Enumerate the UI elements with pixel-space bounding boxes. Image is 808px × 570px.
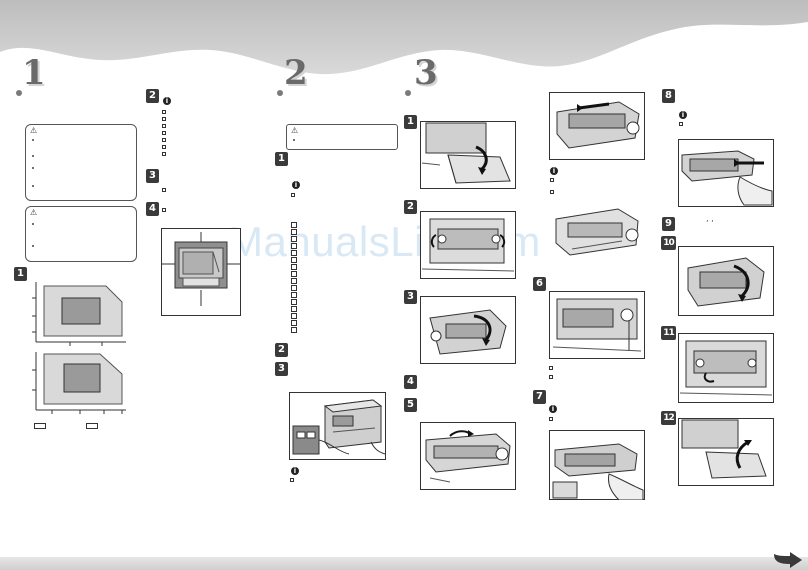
printer-connection-illustration (289, 392, 386, 460)
info-icon: i (550, 167, 558, 175)
step-badge-4-col3: 4 (404, 375, 417, 389)
info-icon: i (291, 467, 299, 475)
warning-icon: ⚠ (291, 126, 299, 135)
warning-icon: ⚠ (30, 126, 38, 135)
step-badge-10-col5: 10 (661, 236, 676, 250)
clearance-diagram-bottom (32, 352, 126, 414)
info-icon: i (163, 97, 171, 105)
step-badge-9-col5: 9 (662, 217, 675, 231)
printer-front-illustration (161, 228, 241, 316)
section-1-dot (16, 90, 22, 96)
section-3-dot (405, 90, 411, 96)
caution-box-2: ⚠ (25, 206, 137, 262)
step-badge-2-col2: 2 (275, 343, 288, 357)
step-badge-3-col3: 3 (404, 290, 417, 304)
unit-insert-illustration (549, 291, 645, 359)
section-number-2: 2 (284, 53, 308, 93)
new-unit-side-illustration (555, 208, 639, 256)
next-page-arrow-icon[interactable] (768, 548, 808, 570)
section-number-1: 1 (22, 53, 46, 93)
front-cover-close-illustration (678, 418, 774, 486)
cleaning-illustration (678, 139, 774, 207)
hand-insert-illustration (549, 430, 645, 500)
step-badge-8-col5: 8 (662, 89, 675, 103)
new-unit-top-illustration (549, 92, 645, 160)
step-badge-6-col4: 6 (533, 277, 546, 291)
step-badge-11-col5: 11 (661, 326, 676, 340)
section-number-3: 3 (414, 53, 438, 93)
step-badge-2-col1: 2 (146, 89, 159, 103)
info-icon: i (679, 111, 687, 119)
legend-swatch-2 (86, 423, 98, 429)
header-wave (0, 0, 808, 75)
step-badge-3-col2: 3 (275, 362, 288, 376)
step-badge-2-col3: 2 (404, 200, 417, 214)
legend-swatch-1 (34, 423, 46, 429)
step-badge-1-col2: 1 (275, 152, 288, 166)
step-badge-1-col1: 1 (14, 267, 27, 281)
clearance-diagram-top (32, 282, 126, 346)
unit-removed-illustration (420, 422, 516, 490)
footer-bar (0, 557, 808, 570)
step-badge-4-col1: 4 (146, 202, 159, 216)
step-badge-1-col3: 1 (404, 115, 417, 129)
fuser-lift-illustration (420, 296, 516, 364)
warning-icon: ⚠ (30, 208, 38, 217)
caution-box-1: ⚠ (25, 124, 137, 201)
fuser-close-illustration (678, 246, 774, 316)
step-badge-3-col1: 3 (146, 169, 159, 183)
front-cover-open-illustration (420, 121, 516, 189)
release-levers-illustration (420, 211, 516, 279)
caution-box-3: ⚠ (286, 124, 398, 150)
section-2-dot (277, 90, 283, 96)
step-badge-12-col5: 12 (661, 411, 676, 425)
step-badge-7-col4: 7 (533, 390, 546, 404)
levers-lock-illustration (678, 333, 774, 403)
info-icon: i (549, 405, 557, 413)
step-badge-5-col3: 5 (404, 398, 417, 412)
info-icon: i (292, 181, 300, 189)
